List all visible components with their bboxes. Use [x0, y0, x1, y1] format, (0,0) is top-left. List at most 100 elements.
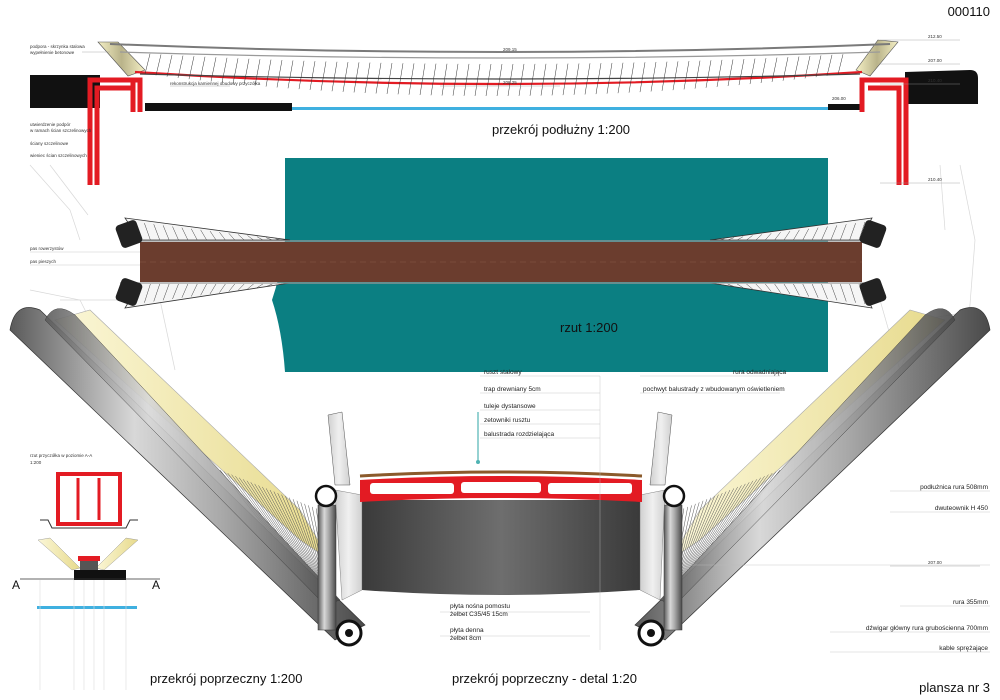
plan-hanger [256, 236, 263, 241]
divider-rail-cap [476, 460, 480, 464]
hanger [320, 61, 327, 91]
mini-abutment [74, 570, 126, 580]
mini-water [37, 606, 137, 609]
plan-hanger [266, 283, 273, 287]
left-secondary-tube [44, 308, 341, 606]
plan-hanger [162, 225, 170, 241]
detail-label: trap drewniany 5cm [484, 386, 541, 393]
deck-cell-1 [370, 483, 454, 494]
hanger [826, 54, 833, 76]
hanger [639, 62, 646, 93]
hanger [364, 62, 371, 94]
plan-hanger [191, 283, 198, 297]
plan-hanger [209, 230, 217, 241]
hanger [562, 63, 569, 96]
abutment-note: rzut przyczółka w poziomie A-A [30, 453, 93, 458]
hanger [177, 55, 184, 78]
deck-cell-2 [461, 482, 541, 493]
left-top-fan [124, 217, 291, 241]
note-slurry-wall-2: wieniec ścian szczelinowych [30, 153, 87, 158]
plan-hanger [237, 234, 245, 241]
detail-label: zetowniki rusztu [484, 417, 531, 424]
right-main-girder-core [647, 629, 655, 637]
plan-hanger [275, 283, 282, 286]
hanger [782, 57, 789, 81]
hanger [265, 59, 272, 87]
left-longitudinal-tube [314, 484, 338, 508]
plate-number: plansza nr 3 [919, 680, 990, 695]
deck-line [139, 73, 861, 80]
hanger [188, 56, 195, 80]
detail-label: podłużnica rura 508mm [920, 484, 988, 491]
plan-hanger [144, 283, 151, 303]
plan-title: rzut 1:200 [560, 320, 618, 335]
lane-ped-label: pas pieszych [30, 259, 57, 264]
plan-hanger [266, 237, 273, 241]
hanger [331, 61, 338, 92]
plan-hanger [765, 233, 772, 241]
detail-label: rura 355mm [952, 599, 988, 606]
hanger [727, 59, 734, 87]
right-railing-post [649, 411, 673, 486]
hanger [529, 63, 536, 96]
hanger [683, 60, 690, 90]
mini-deck [78, 556, 100, 561]
note-reconstruction: rekonstrukcja kamiennej obudowy przyczół… [170, 81, 261, 86]
plan-hanger [237, 283, 245, 291]
hanger [287, 60, 294, 89]
plan-hanger [256, 283, 264, 288]
detail-label: pochwyt balustrady z wbudowanym oświetle… [643, 386, 785, 393]
hanger [441, 63, 448, 96]
plan-hanger [718, 238, 725, 241]
longitudinal-section [30, 39, 978, 185]
left-pylon [97, 41, 146, 77]
hanger [496, 63, 503, 97]
plan-hanger [247, 235, 254, 241]
sheet-number: 000110 [947, 4, 990, 19]
detail-label: dźwigar główny rura grubościenna 700mm [865, 625, 988, 632]
upper-chord-2 [119, 51, 881, 59]
section-mark-left: A [12, 578, 21, 592]
left-web-plate [334, 489, 363, 601]
plan-hanger [727, 237, 734, 241]
plan-hanger [802, 228, 809, 241]
hanger [166, 55, 173, 77]
hanger [672, 61, 679, 91]
right-web-plate [639, 489, 666, 601]
anchor-block-br [859, 278, 887, 306]
mini-left-cable [37, 537, 81, 571]
hanger [210, 57, 217, 82]
detail-label: tuleje dystansowe [484, 403, 536, 410]
plan-hanger [247, 283, 254, 290]
hanger [650, 61, 657, 92]
left-embankment-step [145, 103, 292, 111]
plan-hanger [181, 283, 189, 298]
plan-hanger [737, 236, 744, 241]
plan-hanger [821, 226, 828, 241]
mini-box [80, 561, 98, 571]
left-vertical-pipe [317, 504, 337, 631]
plan-hanger [181, 227, 189, 241]
section-mark-right: A [152, 578, 161, 592]
detail-label: ruszt stalowy [484, 369, 522, 376]
plan-hanger [765, 283, 772, 292]
hanger [243, 58, 250, 85]
hanger [804, 55, 811, 79]
plan-hanger [793, 283, 800, 296]
hanger [452, 63, 459, 96]
mini-piles [39, 580, 127, 690]
plan-hanger [811, 283, 819, 298]
hanger [485, 63, 492, 97]
plan-hanger [783, 230, 791, 241]
plan-hanger [191, 228, 198, 241]
deck-plate-label-2: żelbet C35/45 15cm [450, 611, 508, 618]
hanger [298, 60, 305, 90]
anchor-block-tr [859, 220, 887, 248]
hanger [628, 62, 635, 93]
plan-hanger [849, 283, 856, 303]
level-right-top: 212.50 [928, 34, 942, 39]
hanger [595, 63, 602, 95]
hanger [397, 63, 404, 95]
hanger [705, 60, 712, 88]
plan-hanger [172, 283, 179, 300]
